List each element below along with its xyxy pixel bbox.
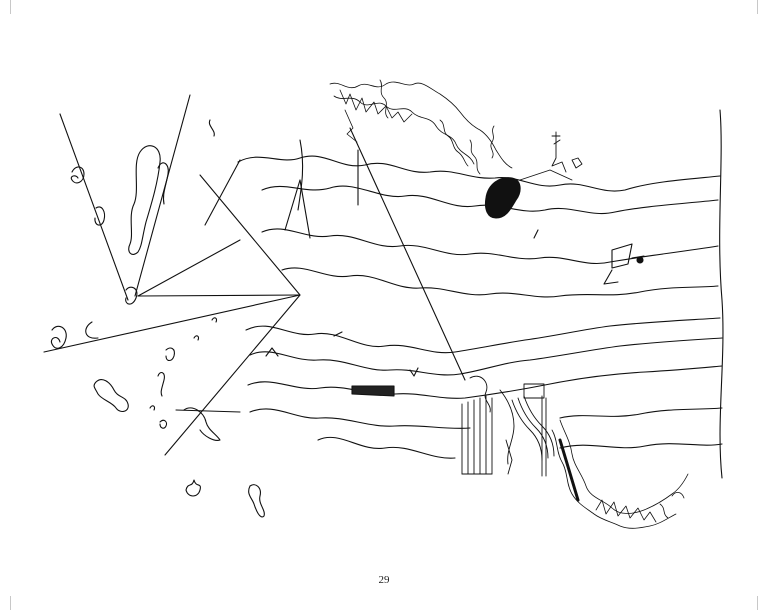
crop-mark-left-bottom xyxy=(10,596,11,610)
left-doodles xyxy=(50,119,265,518)
wavy-lines xyxy=(237,109,724,479)
small-marks xyxy=(265,331,419,377)
striped-structures xyxy=(461,375,580,502)
top-right-figure xyxy=(519,131,583,181)
crop-mark-right-top xyxy=(757,0,758,14)
ink-rectangle xyxy=(351,385,395,397)
bottom-right-scribble xyxy=(551,419,689,529)
right-flags xyxy=(533,229,645,285)
ink-blob xyxy=(484,177,521,219)
radiating-lines xyxy=(43,94,466,456)
page-number: 29 xyxy=(378,574,390,586)
top-scribble-cluster xyxy=(329,79,513,175)
crop-mark-left-top xyxy=(10,0,11,14)
crop-mark-right-bottom xyxy=(757,596,758,610)
